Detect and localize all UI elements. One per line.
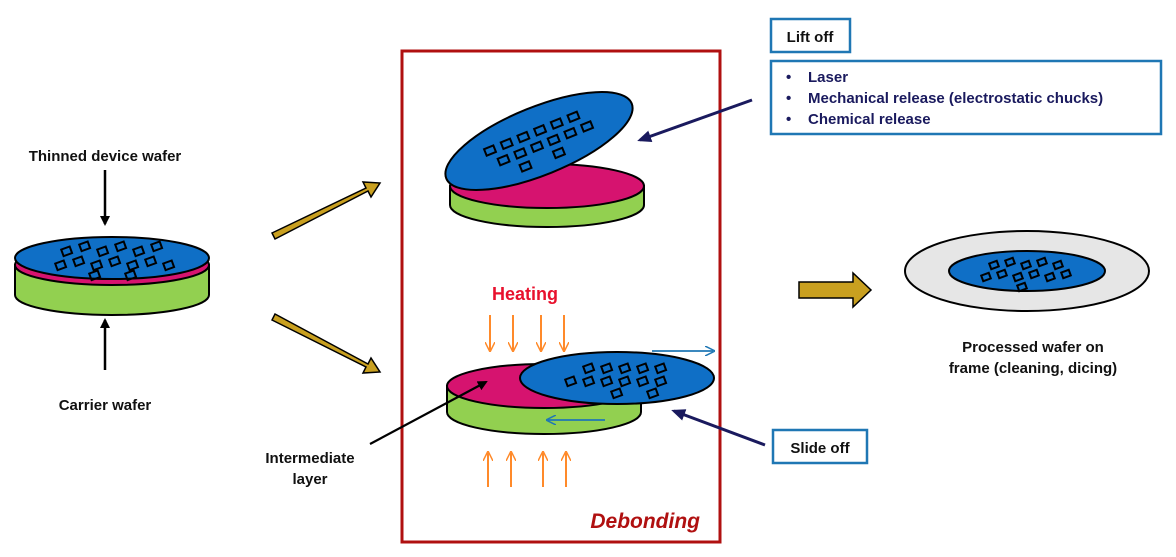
lift-off-box [769, 17, 852, 54]
intermediate-layer-label-line1: Intermediate [265, 450, 354, 467]
svg-text:•: • [786, 90, 791, 107]
slide-off-box [771, 428, 869, 465]
processed-wafer-on-frame [904, 230, 1150, 312]
slide-off-wafer-illustration [446, 351, 715, 435]
slide-off-label: Slide off [790, 440, 850, 457]
bonded-wafer-stack [14, 236, 210, 316]
processed-wafer-label-line1: Processed wafer on [962, 339, 1104, 356]
intermediate-layer-label-line2: layer [292, 471, 327, 488]
die-pattern [563, 362, 668, 400]
lift-off-method-item: Mechanical release (electrostatic chucks… [808, 90, 1103, 107]
die-pattern [482, 110, 595, 173]
lift-off-label: Lift off [787, 29, 835, 46]
lift-off-pointer-arrow [637, 98, 753, 142]
arrow-to-processed-wafer [798, 271, 873, 309]
slide-off-pointer-arrow [671, 409, 766, 447]
svg-text:•: • [786, 111, 791, 128]
carrier-wafer-label: Carrier wafer [59, 397, 152, 414]
die-pattern [53, 240, 176, 282]
lift-off-method-item: Laser [808, 69, 848, 86]
intermediate-layer-pointer-arrow [369, 381, 488, 445]
processed-wafer-label-line2: frame (cleaning, dicing) [949, 360, 1117, 377]
heating-label: Heating [492, 284, 558, 304]
arrow-to-lift-off [270, 181, 382, 241]
svg-text:•: • [786, 69, 791, 86]
debonding-label: Debonding [590, 510, 700, 533]
heating-arrows-top [490, 315, 564, 350]
arrow-to-slide-off [270, 312, 382, 374]
debonding-frame [400, 49, 722, 544]
lift-off-methods-list: • Laser • Mechanical release (electrosta… [786, 69, 1103, 128]
die-pattern [979, 256, 1073, 293]
lift-off-method-item: Chemical release [808, 111, 931, 128]
lift-off-methods-box [769, 59, 1163, 136]
heating-arrows-bottom [488, 453, 566, 487]
lift-off-wafer-illustration [444, 91, 645, 228]
thinned-device-wafer-label: Thinned device wafer [29, 148, 182, 165]
